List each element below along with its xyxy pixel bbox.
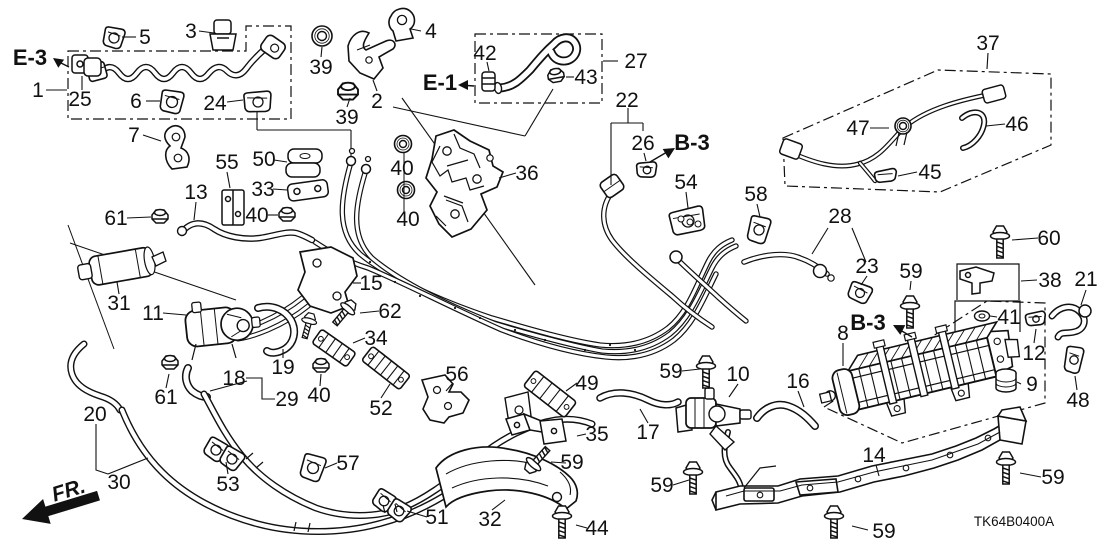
svg-text:22: 22 [615,89,638,112]
svg-text:39: 39 [309,56,332,79]
svg-text:14: 14 [862,444,886,467]
svg-text:42: 42 [473,42,496,65]
svg-text:40: 40 [390,157,413,180]
svg-text:B-3: B-3 [674,130,709,155]
svg-text:54: 54 [674,171,698,194]
svg-text:35: 35 [585,423,608,446]
svg-text:59: 59 [1041,466,1064,489]
svg-text:58: 58 [744,183,767,206]
svg-text:60: 60 [1037,227,1060,250]
svg-text:12: 12 [1022,342,1045,365]
svg-text:57: 57 [336,452,359,475]
svg-text:25: 25 [68,88,91,111]
svg-text:18: 18 [222,367,245,390]
svg-text:1: 1 [32,79,44,102]
svg-text:B-3: B-3 [850,310,885,335]
svg-text:15: 15 [359,272,382,295]
svg-text:61: 61 [104,207,127,230]
svg-text:44: 44 [585,517,609,540]
svg-text:5: 5 [139,26,151,49]
svg-text:56: 56 [445,363,468,386]
svg-text:31: 31 [107,292,130,315]
svg-text:47: 47 [846,117,869,140]
svg-text:40: 40 [245,204,268,227]
svg-text:24: 24 [203,92,227,115]
svg-text:32: 32 [478,508,501,531]
svg-text:7: 7 [128,124,140,147]
svg-text:27: 27 [624,50,647,73]
svg-text:E-1: E-1 [423,70,457,95]
svg-text:52: 52 [369,397,392,420]
svg-text:20: 20 [83,403,106,426]
svg-text:13: 13 [184,181,207,204]
svg-text:19: 19 [271,356,294,379]
svg-text:45: 45 [918,161,941,184]
svg-text:61: 61 [154,386,177,409]
svg-text:55: 55 [215,151,238,174]
svg-text:33: 33 [251,178,274,201]
svg-text:11: 11 [142,302,164,325]
svg-text:8: 8 [837,322,849,345]
svg-text:59: 59 [560,451,583,474]
svg-text:10: 10 [726,363,749,386]
svg-text:41: 41 [997,306,1020,329]
svg-text:30: 30 [107,471,130,494]
svg-text:29: 29 [275,388,298,411]
svg-text:E-3: E-3 [13,45,47,70]
svg-text:23: 23 [855,255,878,278]
svg-text:37: 37 [976,32,999,55]
svg-text:36: 36 [515,162,538,185]
svg-text:46: 46 [1005,113,1028,136]
svg-text:3: 3 [185,20,197,43]
svg-text:49: 49 [575,372,598,395]
svg-text:9: 9 [1026,373,1038,396]
svg-text:6: 6 [130,90,142,113]
svg-text:2: 2 [371,90,383,113]
svg-text:59: 59 [659,360,682,383]
svg-text:53: 53 [216,473,239,496]
svg-text:59: 59 [650,474,673,497]
svg-text:38: 38 [1038,269,1061,292]
svg-text:59: 59 [872,520,895,543]
svg-text:43: 43 [574,66,597,89]
svg-text:TK64B0400A: TK64B0400A [974,514,1054,529]
svg-text:50: 50 [252,148,275,171]
svg-text:62: 62 [378,300,401,323]
svg-text:34: 34 [364,327,388,350]
svg-text:26: 26 [631,132,654,155]
svg-text:40: 40 [307,384,330,407]
svg-text:39: 39 [335,106,358,129]
svg-text:51: 51 [425,506,448,529]
svg-text:17: 17 [636,421,659,444]
svg-text:28: 28 [828,205,851,228]
svg-text:4: 4 [425,20,437,43]
svg-text:48: 48 [1066,389,1089,412]
svg-text:40: 40 [396,208,419,231]
svg-text:59: 59 [899,260,922,283]
svg-text:21: 21 [1074,268,1097,291]
svg-text:16: 16 [786,370,809,393]
